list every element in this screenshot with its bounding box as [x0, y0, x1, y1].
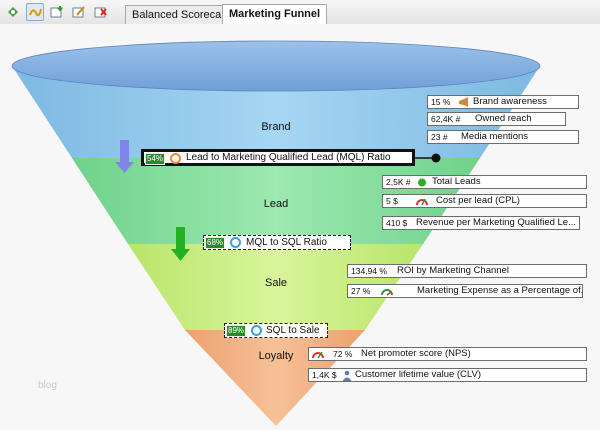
pointer-icon — [8, 7, 18, 17]
conversion-percent: 89% — [226, 325, 247, 337]
kpi-value: 134,94 % — [351, 266, 387, 276]
add-indicator-button[interactable] — [48, 3, 66, 21]
toolbar: Balanced Scorecard Marketing Funnel — [0, 0, 600, 25]
kpi-value: 5 $ — [386, 196, 398, 206]
gauge-icon — [230, 237, 241, 248]
kpi-value: 410 $ — [386, 218, 408, 228]
conversion-sql-to-sale[interactable]: 89% SQL to Sale — [224, 323, 328, 338]
watermark-text: blog — [38, 380, 57, 391]
conversion-percent: 54% — [145, 153, 166, 165]
kpi-name: Customer lifetime value (CLV) — [355, 369, 482, 380]
kpi-owned-reach[interactable]: 62,4K # Owned reach — [427, 112, 566, 126]
kpi-revenue-per-mql[interactable]: 410 $ Revenue per Marketing Qualified Le… — [382, 216, 580, 230]
stage-label-sale: Sale — [264, 277, 288, 289]
gauge-icon — [312, 351, 324, 359]
conversion-label: Lead to Marketing Qualified Lead (MQL) R… — [186, 152, 391, 163]
delete-button[interactable] — [92, 3, 110, 21]
gauge-icon — [381, 289, 393, 296]
gauge-icon — [170, 153, 181, 164]
gauge-icon — [416, 198, 428, 206]
conversion-label: SQL to Sale — [266, 325, 320, 336]
kpi-value: 2,5K # — [386, 177, 411, 187]
gauge-icon — [251, 325, 262, 336]
kpi-value: 62,4K # — [431, 114, 461, 124]
stage-label-brand: Brand — [261, 121, 291, 133]
delete-icon — [94, 7, 107, 18]
stage-lead-segment[interactable] — [72, 158, 480, 244]
blue-down-arrow — [115, 140, 134, 173]
person-icon — [342, 370, 352, 381]
kpi-total-leads[interactable]: 2,5K # Total Leads — [382, 175, 587, 189]
kpi-value: 27 % — [351, 286, 371, 296]
connector-icon — [29, 8, 42, 17]
edit-button[interactable] — [70, 3, 88, 21]
conversion-lead-to-mql[interactable]: 54% Lead to Marketing Qualified Lead (MQ… — [141, 149, 415, 166]
kpi-cost-per-lead[interactable]: 5 $ Cost per lead (CPL) — [382, 194, 587, 208]
pointer-tool-button[interactable] — [4, 3, 22, 21]
kpi-name: Owned reach — [475, 113, 532, 124]
stage-brand-segment[interactable] — [12, 66, 540, 158]
stage-label-loyalty: Loyalty — [258, 350, 294, 362]
kpi-value: 23 # — [431, 132, 448, 142]
megaphone-icon — [459, 97, 468, 107]
add-indicator-icon — [50, 6, 63, 18]
kpi-name: Net promoter score (NPS) — [361, 348, 471, 359]
connector-tool-button[interactable] — [26, 3, 44, 21]
kpi-marketing-expense[interactable]: 27 % Marketing Expense as a Percentage o… — [347, 284, 583, 298]
tab-balanced-scorecard[interactable]: Balanced Scorecard — [125, 5, 239, 24]
kpi-net-promoter-score[interactable]: 72 % Net promoter score (NPS) — [308, 347, 587, 361]
kpi-name: Brand awareness — [473, 96, 547, 107]
kpi-name: ROI by Marketing Channel — [397, 265, 509, 276]
green-dot-icon — [418, 178, 426, 187]
connector-handle[interactable] — [431, 153, 441, 163]
kpi-name: Revenue per Marketing Qualified Le... — [416, 217, 577, 228]
kpi-name: Marketing Expense as a Percentage of... — [417, 285, 583, 296]
kpi-media-mentions[interactable]: 23 # Media mentions — [427, 130, 579, 144]
kpi-value: 1,4K $ — [312, 370, 337, 380]
kpi-customer-lifetime-value[interactable]: 1,4K $ Customer lifetime value (CLV) — [308, 368, 587, 382]
kpi-brand-awareness[interactable]: 15 % Brand awareness — [427, 95, 579, 109]
kpi-name: Media mentions — [461, 131, 529, 142]
kpi-name: Total Leads — [432, 176, 481, 187]
edit-icon — [72, 6, 85, 18]
conversion-percent: 68% — [205, 237, 226, 249]
kpi-value: 15 % — [431, 97, 451, 107]
tab-marketing-funnel[interactable]: Marketing Funnel — [222, 4, 328, 24]
funnel-top-ellipse — [11, 40, 541, 92]
conversion-mql-to-sql[interactable]: 68% MQL to SQL Ratio — [203, 235, 351, 250]
kpi-value: 72 % — [333, 349, 353, 359]
conversion-label: MQL to SQL Ratio — [246, 237, 327, 248]
kpi-roi-by-channel[interactable]: 134,94 % ROI by Marketing Channel — [347, 264, 587, 278]
green-down-arrow — [171, 227, 190, 261]
kpi-name: Cost per lead (CPL) — [436, 195, 520, 206]
stage-label-lead: Lead — [263, 198, 289, 210]
